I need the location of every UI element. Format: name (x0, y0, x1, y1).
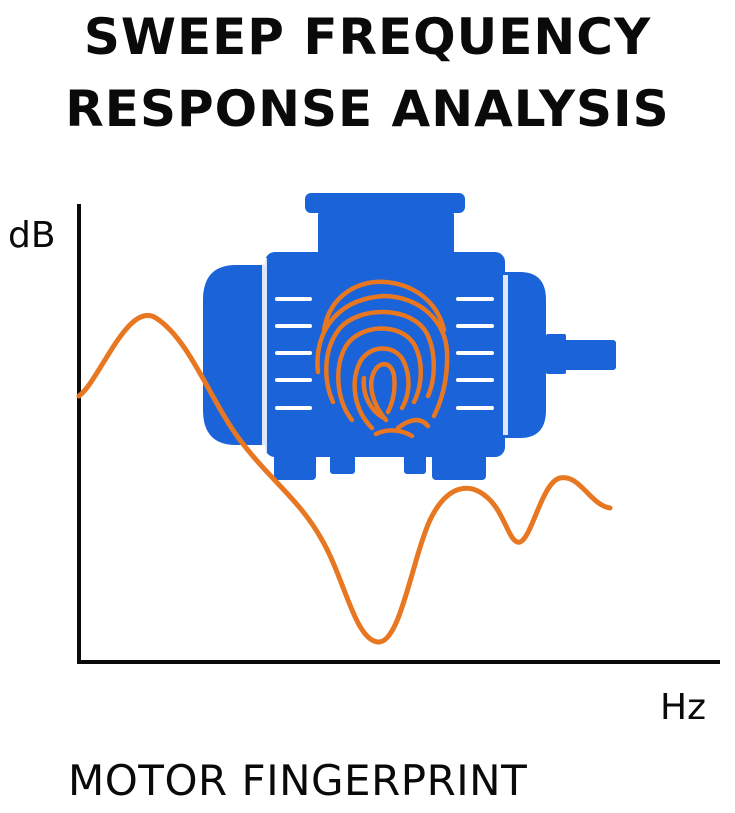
cooling-fins-right (456, 297, 494, 410)
motor-groove-right (503, 275, 508, 435)
title-line-1: SWEEP FREQUENCY (83, 8, 652, 66)
motor-groove-left (262, 258, 267, 452)
y-axis-label: dB (8, 215, 56, 256)
title-line-2: RESPONSE ANALYSIS (65, 80, 670, 138)
fingerprint-icon (315, 279, 450, 439)
cooling-fins-left (275, 297, 312, 410)
footer-caption: MOTOR FINGERPRINT (68, 756, 528, 805)
motor-icon (203, 193, 616, 480)
frequency-response-curve (76, 313, 613, 645)
x-axis-label: Hz (660, 687, 706, 728)
